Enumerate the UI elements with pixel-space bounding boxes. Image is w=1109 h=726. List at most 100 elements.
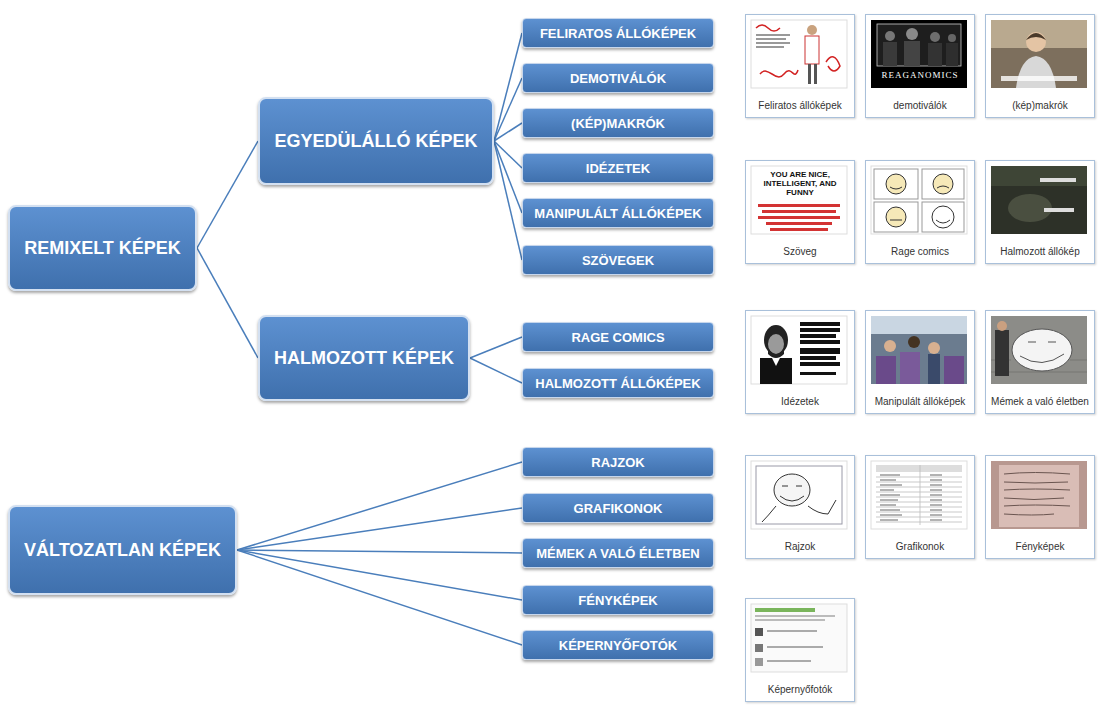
text-image-thumbnail [766,222,832,225]
subcategory-box: MANIPULÁLT ÁLLÓKÉPEK [522,198,714,228]
quote-thumbnail [764,325,788,355]
box-label: (KÉP)MAKRÓK [571,116,665,131]
tree-connector [470,358,522,383]
example-card: REAGANOMICSdemotiválók [865,14,975,118]
card-caption: Halmozott állókép [988,246,1092,257]
example-card: Feliratos állóképek [745,14,855,118]
manipulated-still-thumbnail [944,356,964,384]
drawing-thumbnail [762,500,836,522]
box-label: RAJZOK [591,455,644,470]
stacked-still-thumbnail [991,166,1087,234]
photo-thumbnail [991,461,1087,529]
example-card: Képernyőfotók [745,598,855,702]
subcategory-box: MÉMEK A VALÓ ÉLETBEN [522,538,714,568]
captioned-still-thumbnail [756,38,786,40]
demotivator-thumbnail [906,28,918,40]
quote-thumbnail [768,348,784,358]
demotivator-thumbnail [928,43,942,66]
tree-connector [237,550,522,553]
captioned-still-thumbnail [756,46,784,48]
text-image-thumbnail [762,210,836,213]
quote-thumbnail [751,316,847,384]
chart-thumbnail [876,465,962,525]
captioned-still-thumbnail [751,20,847,88]
card-caption: Manipulált állóképek [868,396,972,407]
card-caption: Rajzok [748,541,852,552]
box-label: REMIXELT KÉPEK [24,238,181,259]
thumbnail-text: YOU ARE NICE, INTELLIGENT, AND FUNNY [756,171,844,197]
quote-thumbnail [751,316,847,384]
screenshot-thumbnail [755,619,825,621]
chart-thumbnail [876,465,962,472]
card-caption: Képernyőfotók [748,684,852,695]
subcategory-box: KÉPERNYŐFOTÓK [522,630,714,660]
drawing-thumbnail [751,461,847,529]
subcategory-box: FELIRATOS ÁLLÓKÉPEK [522,18,714,48]
demotivator-thumbnail [885,31,895,41]
tree-connector [237,550,522,645]
category-box: REMIXELT KÉPEK [8,205,197,291]
quote-thumbnail [800,322,840,326]
screenshot-thumbnail [751,604,847,672]
manipulated-still-thumbnail [876,356,896,384]
screenshot-thumbnail [755,628,763,636]
chart-thumbnail [871,461,967,529]
real-life-meme-thumbnail [997,321,1007,331]
box-label: MANIPULÁLT ÁLLÓKÉPEK [534,206,701,221]
captioned-still-thumbnail [807,25,817,35]
text-image-thumbnail [751,166,847,234]
quote-thumbnail [800,334,836,338]
box-label: RAGE COMICS [571,330,664,345]
card-caption: demotiválók [868,100,972,111]
tree-connector [470,337,522,358]
tree-connector [237,462,522,550]
manipulated-still-thumbnail [884,340,896,352]
card-caption: Grafikonok [868,541,972,552]
tree-connector [494,78,522,141]
stacked-still-thumbnail [1040,178,1076,182]
tree-connector [237,550,522,600]
captioned-still-thumbnail [756,34,790,36]
subcategory-box: SZÖVEGEK [522,245,714,275]
tree-connector [197,141,258,248]
real-life-meme-thumbnail [1020,342,1064,363]
rage-comic-thumbnail [874,169,918,199]
chart-thumbnail [871,461,967,529]
tree-connector [494,33,522,141]
drawing-thumbnail [780,486,804,501]
stacked-still-thumbnail [1044,208,1074,212]
box-label: DEMOTIVÁLÓK [570,71,666,86]
subcategory-box: HALMOZOTT ÁLLÓKÉPEK [522,368,714,398]
subcategory-box: RAJZOK [522,447,714,477]
rage-comic-thumbnail [922,202,964,232]
image-macro-thumbnail [1026,32,1046,52]
card-caption: Feliratos állóképek [748,100,852,111]
text-image-thumbnail [751,166,847,234]
rage-comic-thumbnail [871,166,967,234]
box-label: HALMOZOTT KÉPEK [274,348,454,369]
stacked-still-thumbnail [991,166,1087,186]
box-label: HALMOZOTT ÁLLÓKÉPEK [535,376,700,391]
example-card: Rage comics [865,160,975,264]
screenshot-thumbnail [767,646,823,648]
captioned-still-thumbnail [805,36,819,64]
subcategory-box: (KÉP)MAKRÓK [522,108,714,138]
box-label: VÁLTOZATLAN KÉPEK [24,540,221,561]
image-macro-thumbnail [1001,76,1077,81]
manipulated-still-thumbnail [871,316,967,334]
box-label: IDÉZETEK [586,161,650,176]
drawing-thumbnail [756,466,842,524]
subcategory-box: DEMOTIVÁLÓK [522,63,714,93]
demotivator-thumbnail [948,34,956,42]
captioned-still-thumbnail [814,64,817,84]
drawing-thumbnail [751,461,847,529]
demotivator-thumbnail [904,41,920,66]
captioned-still-thumbnail [826,57,840,71]
box-label: SZÖVEGEK [582,253,654,268]
real-life-meme-thumbnail [991,316,1087,384]
quote-thumbnail [768,334,784,354]
subcategory-box: IDÉZETEK [522,153,714,183]
box-label: FÉNYKÉPEK [578,593,657,608]
screenshot-thumbnail [755,615,835,617]
